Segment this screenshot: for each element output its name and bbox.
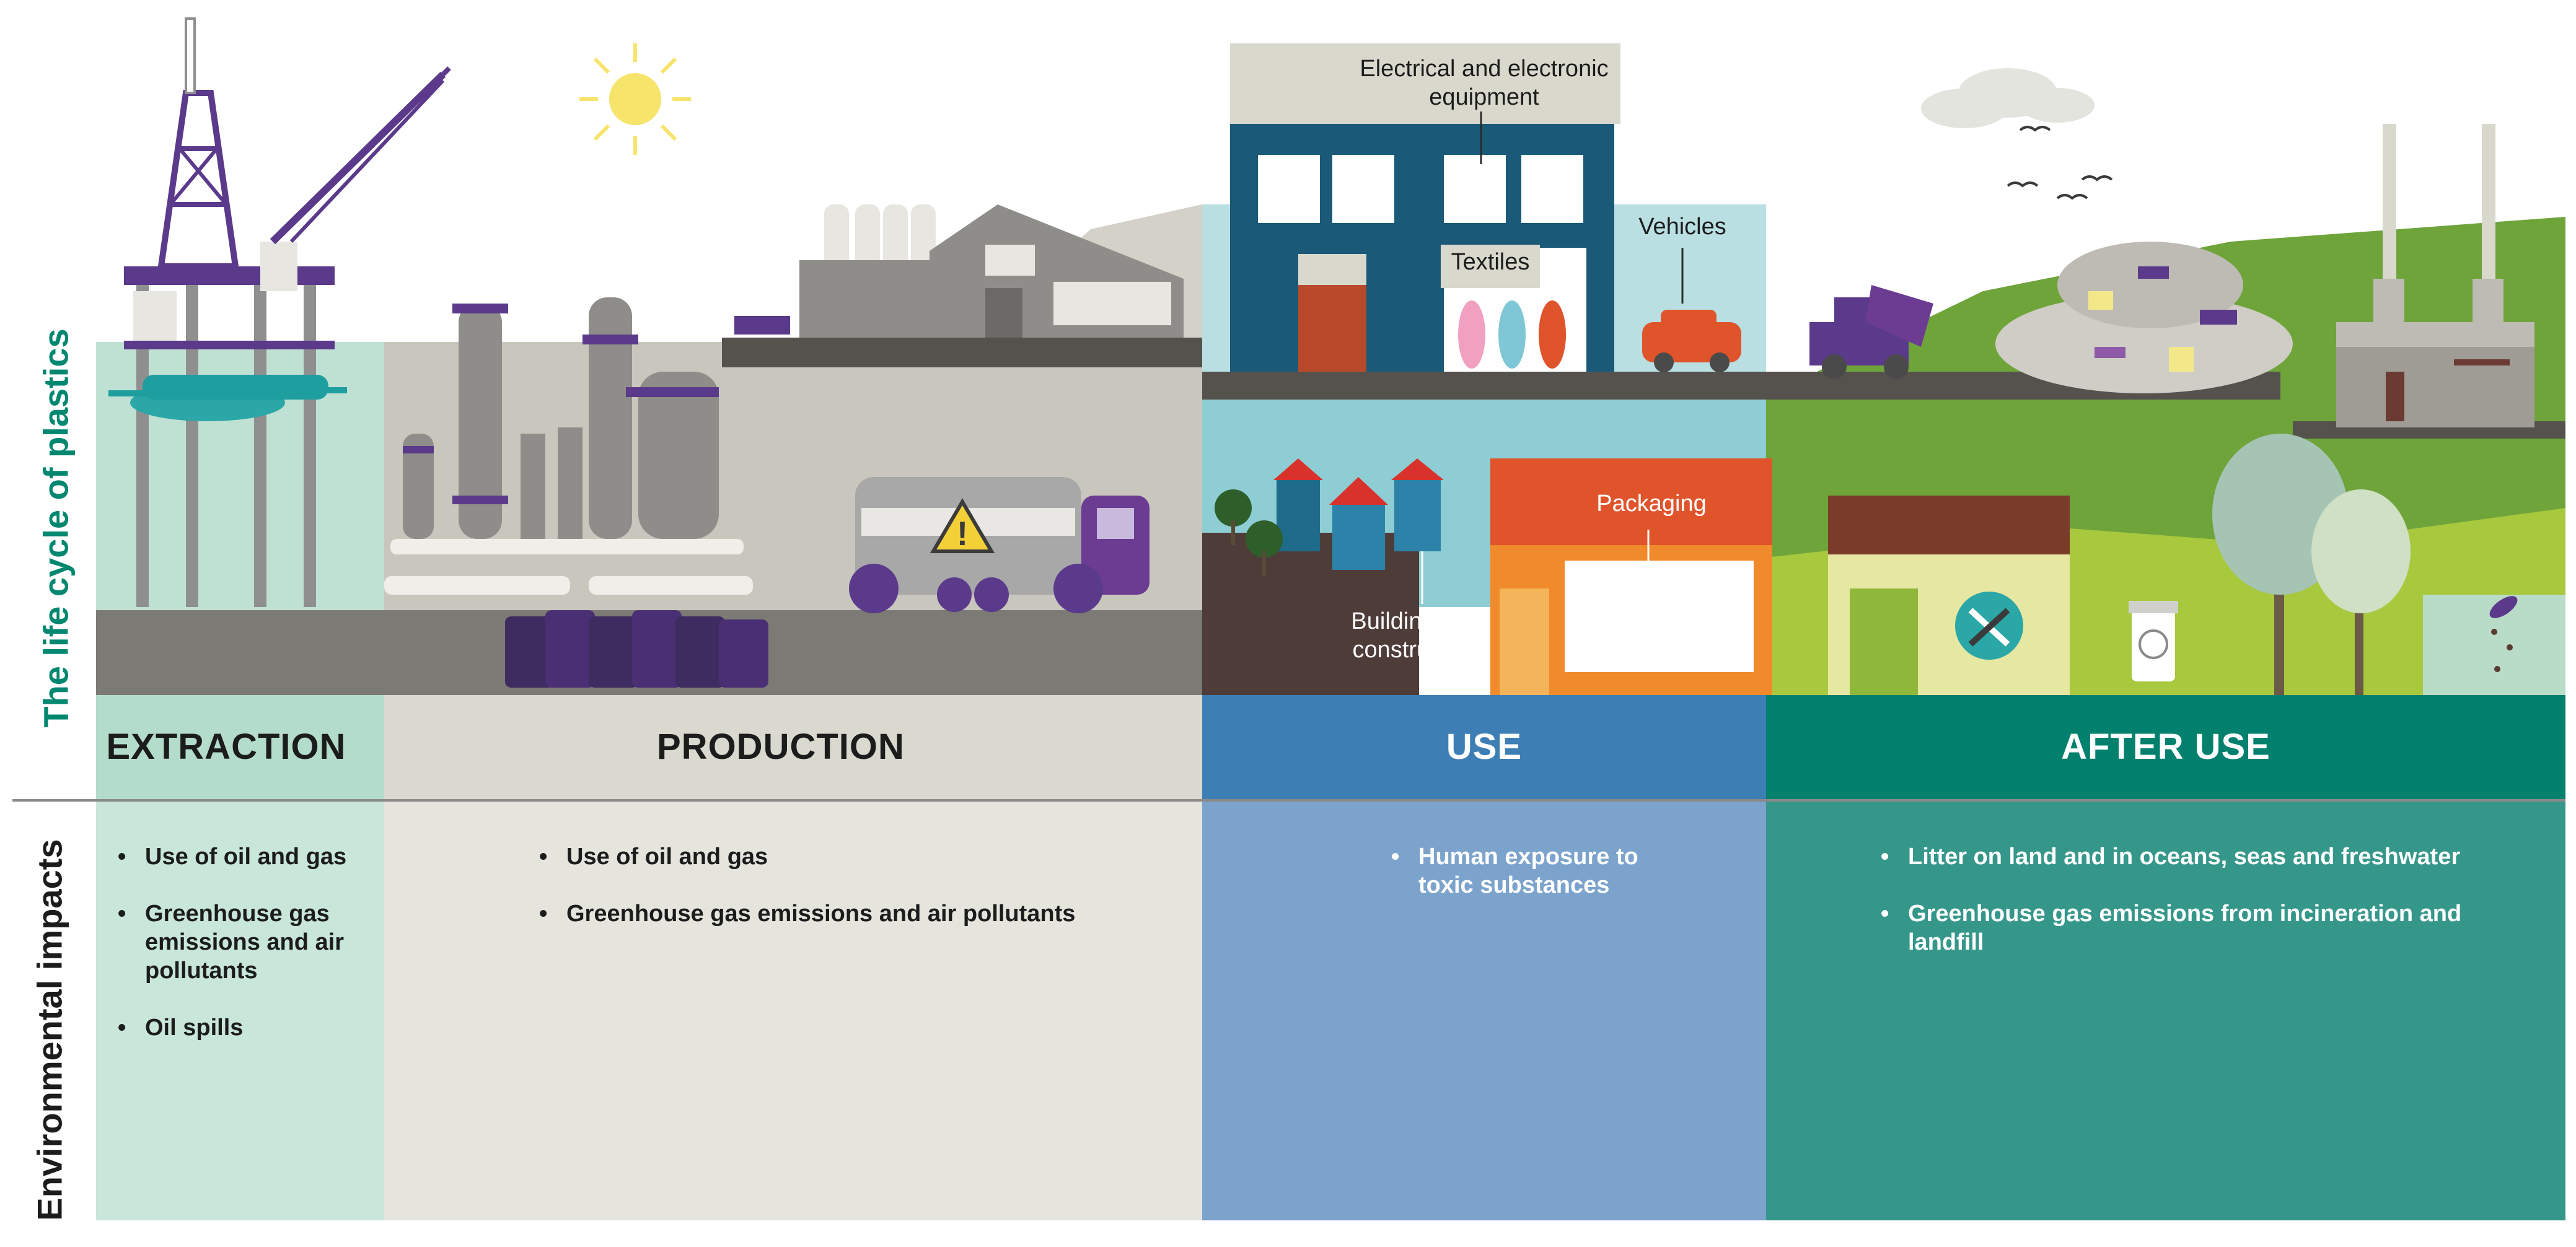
repair-shop-illustration xyxy=(1828,496,2070,695)
office-building-illustration xyxy=(1230,43,1620,372)
extraction-header-bg xyxy=(96,695,384,799)
hazard-warning-icon xyxy=(930,498,995,553)
impact-item: Greenhouse gas emissions and air polluta… xyxy=(539,899,1159,928)
trees-illustration xyxy=(2212,434,2411,695)
impacts-after-use: Litter on land and in oceans, seas and f… xyxy=(1881,842,2531,985)
environmental-impacts-side-label: Environmental impacts xyxy=(30,839,69,1221)
landfill-illustration xyxy=(1995,242,2293,393)
stage-header-after-use: AFTER USE xyxy=(2061,726,2270,767)
impact-item: Oil spills xyxy=(118,1013,366,1042)
label-vehicles: Vehicles xyxy=(1638,214,1726,240)
impact-item: Human exposure to toxic substances xyxy=(1391,842,1682,899)
label-packaging: Packaging xyxy=(1596,491,1707,517)
incinerator-illustration xyxy=(2336,124,2534,427)
sun-icon xyxy=(579,43,691,155)
label-electrical-equipment: Electrical and electronic equipment xyxy=(1360,56,1609,110)
factory-deck xyxy=(722,338,1202,367)
impacts-use: Human exposure to toxic substances xyxy=(1391,842,1682,928)
houses-illustration xyxy=(1215,458,1444,604)
stage-header-production: PRODUCTION xyxy=(657,726,905,767)
impacts-production: Use of oil and gas Greenhouse gas emissi… xyxy=(539,842,1159,956)
stage-header-use: USE xyxy=(1446,726,1523,767)
label-textiles: Textiles xyxy=(1451,249,1530,275)
impacts-extraction: Use of oil and gas Greenhouse gas emissi… xyxy=(118,842,366,1070)
refinery-illustration xyxy=(384,297,753,595)
life-cycle-side-label: The life cycle of plastics xyxy=(36,328,76,728)
birds-icon xyxy=(2007,126,2113,200)
cloud-icon xyxy=(1921,68,2095,128)
label-building-construction: Building and construction xyxy=(1351,608,1481,663)
after-use-header-bg xyxy=(1766,695,2565,799)
litter-bottle-icon xyxy=(2489,596,2518,672)
recycling-bin-icon xyxy=(2129,601,2178,681)
factory-illustration xyxy=(734,204,1184,338)
car-icon xyxy=(1642,248,1741,372)
packaging-shop-illustration xyxy=(1490,458,1772,695)
oil-platform-illustration xyxy=(108,17,451,607)
production-header-bg xyxy=(384,695,1202,799)
oil-barrels-illustration xyxy=(505,610,768,688)
impact-item: Litter on land and in oceans, seas and f… xyxy=(1881,842,2531,871)
use-header-bg xyxy=(1202,695,1766,799)
svg-text:!: ! xyxy=(957,514,968,553)
tanker-truck-illustration: ! xyxy=(849,477,1150,613)
impact-item: Greenhouse gas emissions from incinerati… xyxy=(1881,899,2531,956)
garbage-truck-illustration xyxy=(1809,285,1933,379)
impact-item: Greenhouse gas emissions and air polluta… xyxy=(118,899,366,985)
impact-item: Use of oil and gas xyxy=(539,842,1159,871)
stage-header-extraction: EXTRACTION xyxy=(106,726,346,767)
impact-item: Use of oil and gas xyxy=(118,842,366,871)
